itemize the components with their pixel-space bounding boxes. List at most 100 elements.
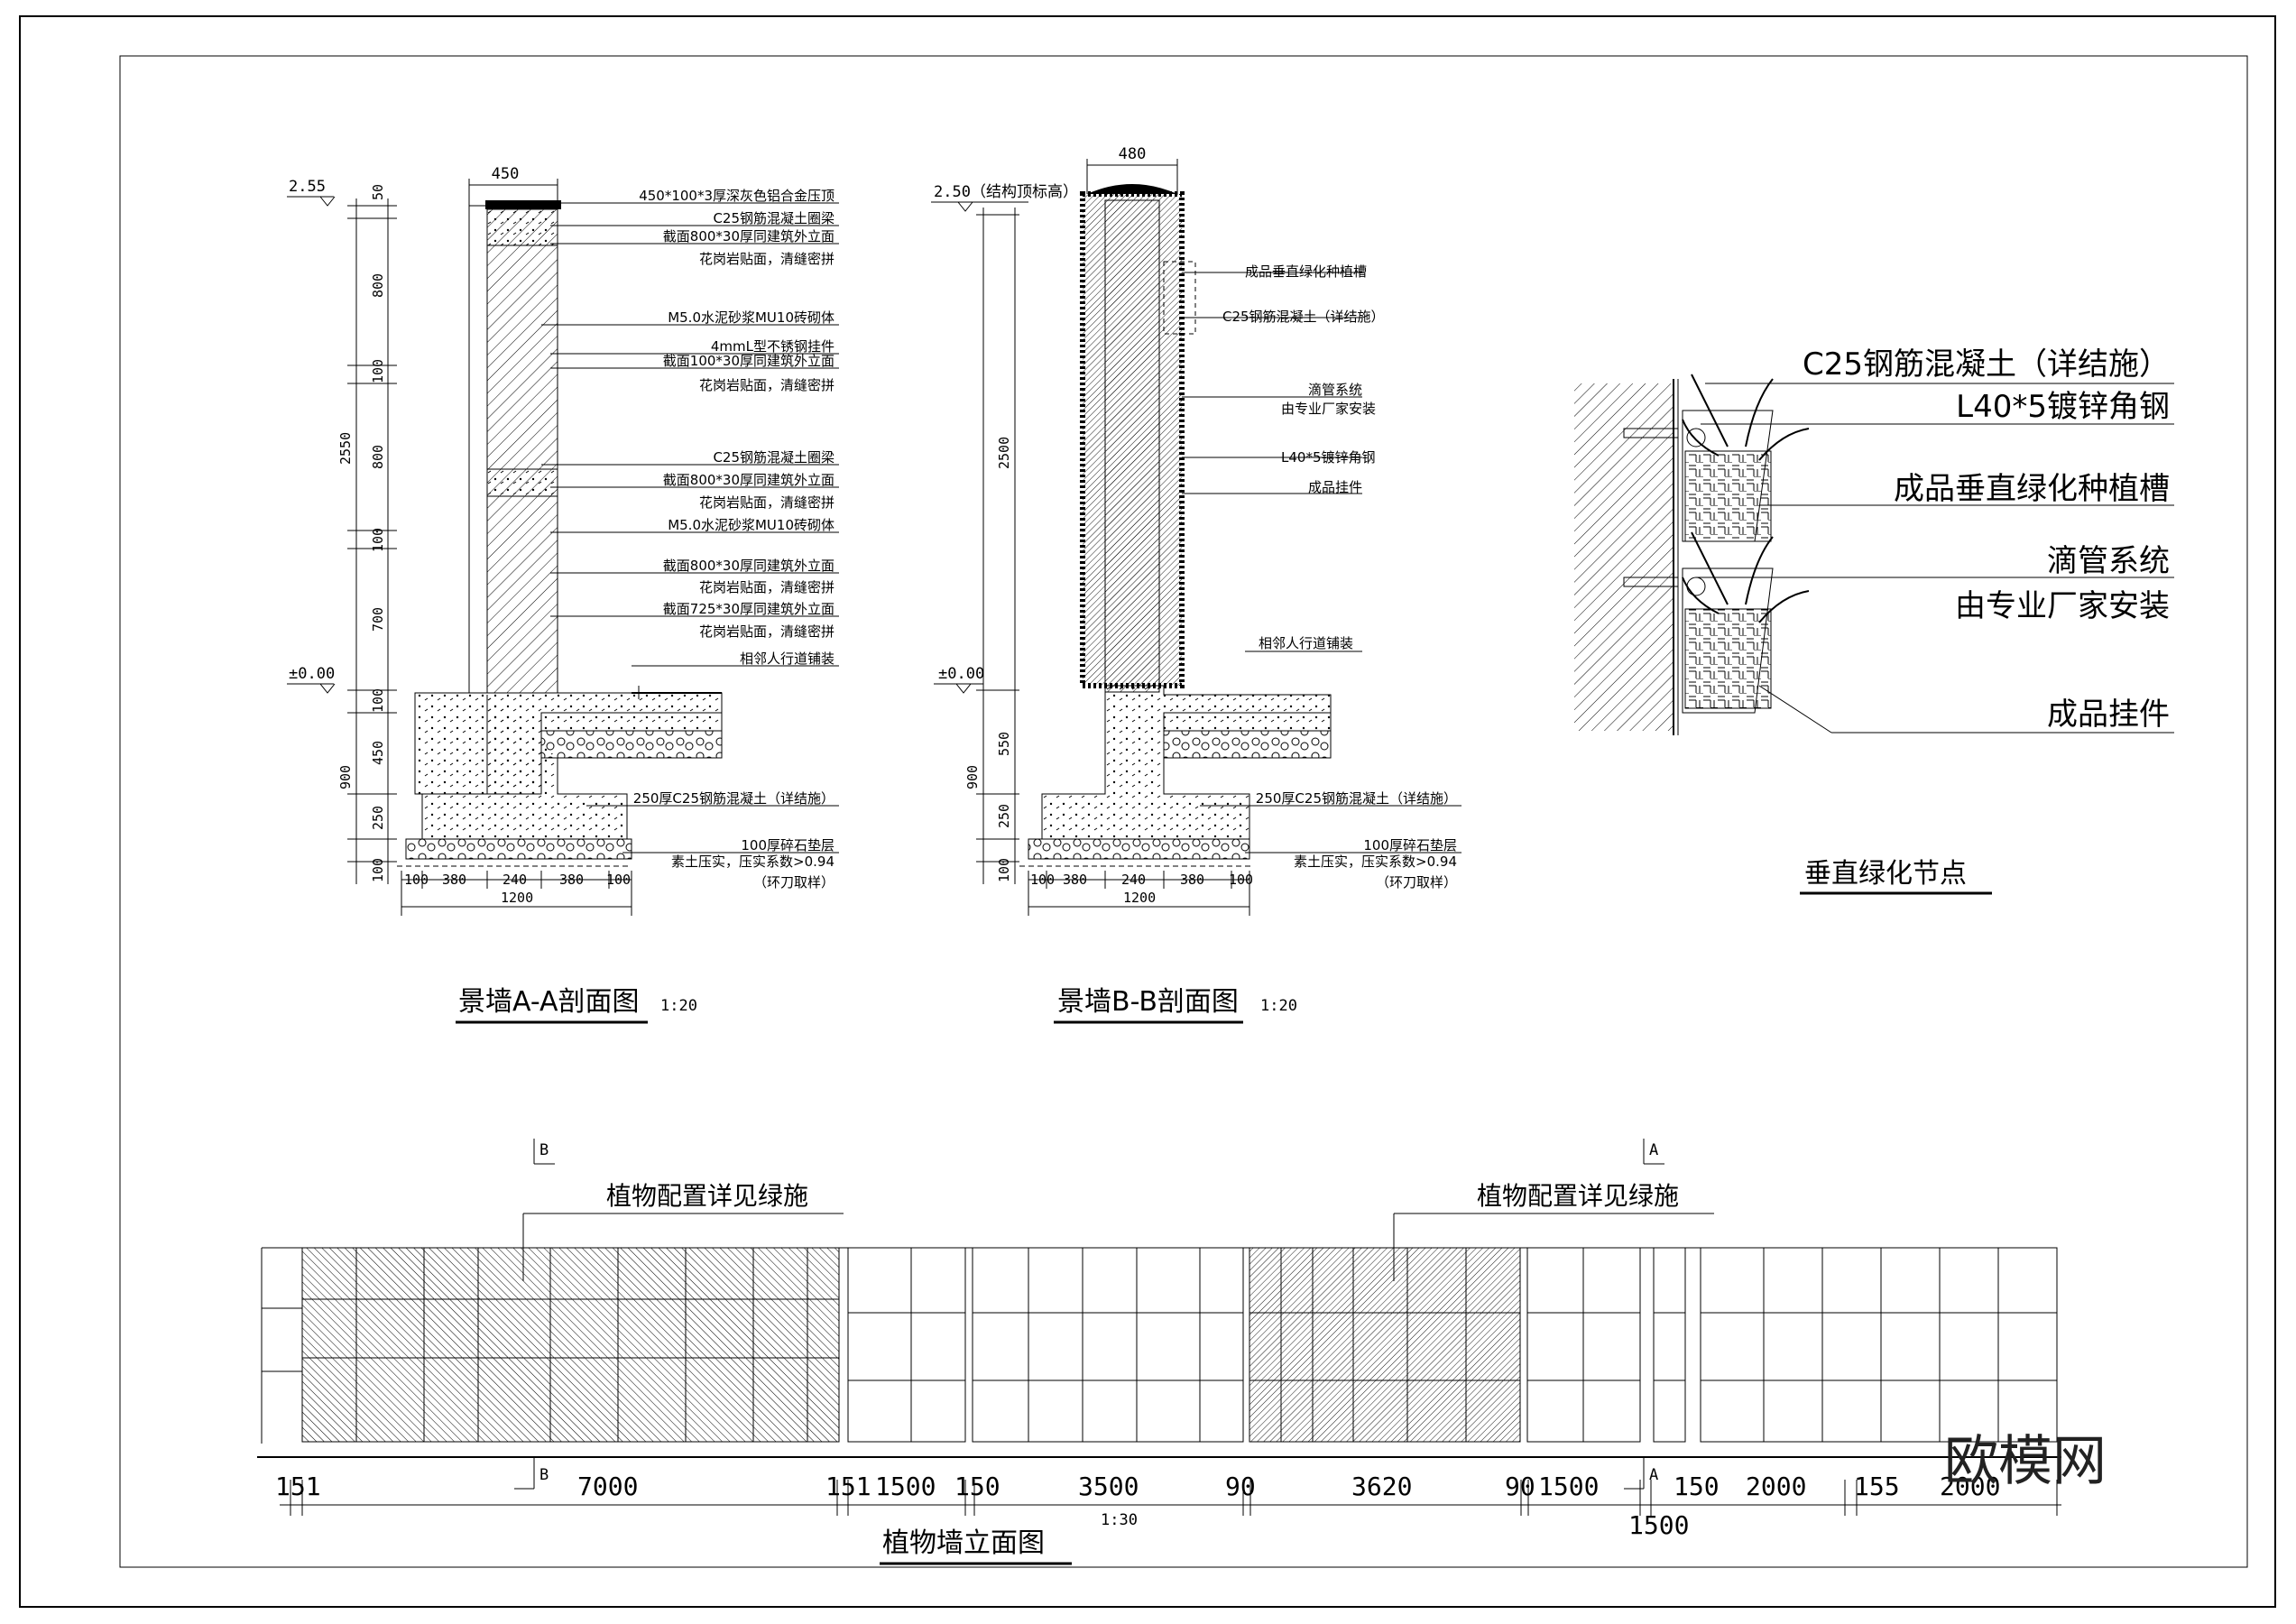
sa-note-3: 花岗岩贴面，清缝密拼 [699,251,834,267]
sb-level-top: 2.50（结构顶标高） [934,183,1078,201]
elev-dim-5: 3500 [1078,1472,1139,1501]
sa-note-6: 截面100*30厚同建筑外立面 [663,353,834,369]
sa-found-note-1: 100厚碎石垫层 [741,837,834,854]
sa-bdim-1: 380 [442,872,466,888]
sb-title: 景墙B-B剖面图 [1057,986,1239,1018]
sa-title: 景墙A-A剖面图 [458,986,640,1018]
sa-note-8: C25钢筋混凝土圈梁 [713,449,834,466]
sa-note-16: 相邻人行道铺装 [740,651,834,667]
sheet-border [19,15,2276,1608]
nd-note-4: 由专业厂家安装 [1955,588,2170,624]
sa-note-2: 截面800*30厚同建筑外立面 [663,228,834,245]
sa-dim-0: 50 [370,184,386,200]
elev-scale: 1:30 [1101,1511,1138,1529]
sa-scale: 1:20 [660,997,697,1015]
elev-dim-3: 1500 [875,1472,936,1501]
elev-title: 植物墙立面图 [882,1527,1045,1559]
elev-dim-11: 2000 [1746,1472,1806,1501]
sb-dim-2: 250 [996,804,1012,828]
sa-dim-7: 450 [370,741,386,765]
watermark-logo: 欧模网 [1944,1430,2107,1493]
sa-found-note-2: 素土压实，压实系数>0.94 [671,854,834,870]
elev-plant-note-2: 植物配置详见绿施 [1477,1181,1679,1211]
sa-note-1: C25钢筋混凝土圈梁 [713,210,834,226]
sa-note-13: 花岗岩贴面，清缝密拼 [699,579,834,595]
sb-found-note-1: 100厚碎石垫层 [1363,837,1457,854]
sb-dim-1: 550 [996,732,1012,756]
sb-bdim-3: 380 [1180,872,1204,888]
sb-note-6: 相邻人行道铺装 [1259,635,1353,651]
nd-note-1: L40*5镀锌角钢 [1956,389,2170,425]
elev-cut-a-top: A [1649,1141,1658,1159]
sa-level-zero: ±0.00 [289,665,335,683]
sa-bdim-3: 380 [559,872,584,888]
elev-dim-7: 3620 [1351,1472,1412,1501]
sb-bdim-4: 100 [1229,872,1253,888]
sa-bdim-total: 1200 [501,890,533,906]
sa-bdim-2: 240 [503,872,527,888]
nd-note-2: 成品垂直绿化种植槽 [1894,471,2170,507]
elev-dim-12: 155 [1854,1472,1900,1501]
node-detail-drawing: C25钢筋混凝土（详结施） L40*5镀锌角钢 成品垂直绿化种植槽 滴管系统 由… [1574,346,2174,895]
sa-note-0: 450*100*3厚深灰色铝合金压顶 [639,188,834,204]
sb-bdim-2: 240 [1121,872,1146,888]
sb-found-note-2: 素土压实，压实系数>0.94 [1294,854,1457,870]
sa-dim-4: 100 [370,528,386,552]
nd-title: 垂直绿化节点 [1804,858,1967,890]
sb-width-top: 480 [1119,145,1147,163]
sb-level-zero: ±0.00 [938,665,984,683]
elev-dim-2: 151 [825,1472,871,1501]
section-a-drawing: 450 2.55 ±0.00 [287,165,839,1024]
sb-found-note-3: （环刀取样） [1376,874,1457,890]
sb-note-3: 由专业厂家安装 [1281,401,1376,417]
sa-wall [486,205,558,694]
elev-dim-4: 150 [954,1472,1000,1501]
sb-note-0: 成品垂直绿化种植槽 [1245,263,1367,280]
sb-dim-total-found: 900 [964,765,981,789]
sa-width-top: 450 [492,165,520,183]
sa-dim-total-found: 900 [337,765,354,789]
sa-note-7: 花岗岩贴面，清缝密拼 [699,377,834,393]
elevation-drawing: B A 植物配置详见绿施 植物配置详见绿施 [257,1139,2061,1565]
elev-dim-8: 90 [1505,1472,1535,1501]
sa-note-5: 4mmL型不锈钢挂件 [711,338,834,355]
sa-note-4: M5.0水泥砂浆MU10砖砌体 [668,309,834,326]
sa-dim-8: 250 [370,806,386,830]
sa-dim-total-wall: 2550 [337,432,354,465]
sb-dim-3: 100 [996,858,1012,882]
sa-found-note-3: （环刀取样） [753,874,834,890]
elev-plant-panel-1 [301,1247,840,1443]
sa-dim-2: 100 [370,359,386,383]
sb-note-5: 成品挂件 [1308,479,1362,495]
elev-dim-10: 150 [1674,1472,1720,1501]
sa-level-top: 2.55 [289,178,326,196]
sb-note-4: L40*5镀锌角钢 [1281,449,1376,466]
nd-note-5: 成品挂件 [2047,697,2170,733]
elev-dim-6: 90 [1225,1472,1256,1501]
sa-note-9: 截面800*30厚同建筑外立面 [663,472,834,488]
elev-plant-note-1: 植物配置详见绿施 [606,1181,808,1211]
elev-cut-b-top: B [539,1141,549,1159]
nd-note-3: 滴管系统 [2047,543,2170,579]
sa-dim-1: 800 [370,273,386,298]
sa-found-note-0: 250厚C25钢筋混凝土（详结施） [633,790,834,807]
elev-cut-b-bottom: B [539,1466,549,1484]
elev-plant-panel-2 [1249,1247,1521,1443]
elev-cut-a-bottom: A [1649,1466,1658,1484]
sa-note-10: 花岗岩贴面，清缝密拼 [699,494,834,511]
sb-scale: 1:20 [1260,997,1297,1015]
sb-bdim-1: 380 [1063,872,1087,888]
nd-note-0: C25钢筋混凝土（详结施） [1803,346,2170,383]
sa-note-11: M5.0水泥砂浆MU10砖砌体 [668,517,834,533]
elev-dim-below: 1500 [1628,1510,1689,1540]
sheet-inner-border [119,55,2248,1568]
sa-dim-3: 800 [370,445,386,469]
sb-bdim-total: 1200 [1123,890,1156,906]
sb-found-note-0: 250厚C25钢筋混凝土（详结施） [1256,790,1457,807]
sa-dim-6: 100 [370,688,386,713]
sa-note-15: 花岗岩贴面，清缝密拼 [699,623,834,640]
sb-note-1: C25钢筋混凝土（详结施） [1222,309,1385,325]
elev-dim-1: 7000 [577,1472,638,1501]
elev-dim-13: 2000 [1940,1472,2000,1501]
